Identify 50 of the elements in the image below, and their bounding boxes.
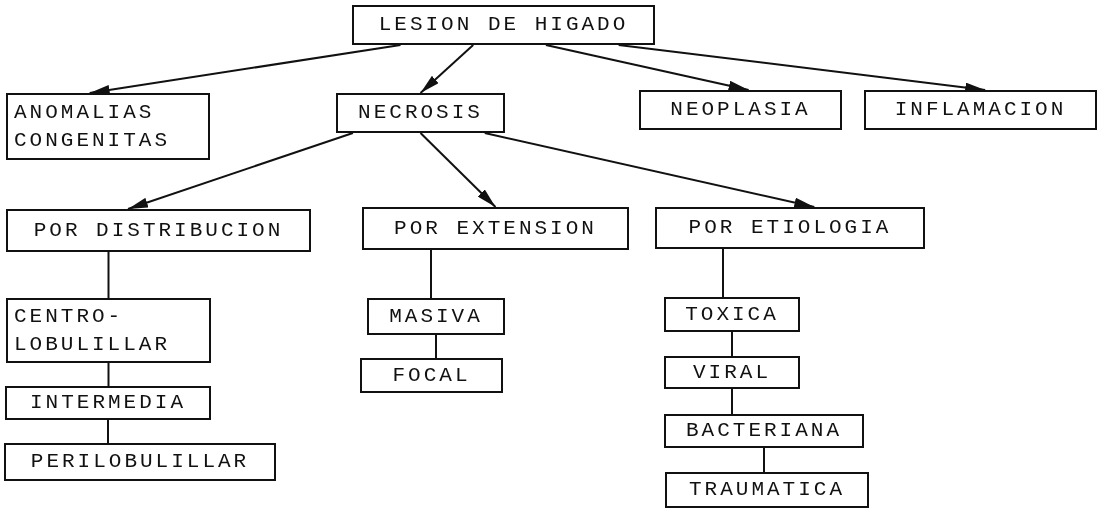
connector-line	[435, 334, 437, 359]
category-box	[664, 356, 800, 389]
category-label: BACTERIANA	[686, 418, 842, 445]
connector-line	[107, 251, 110, 299]
category-label: NEOPLASIA	[670, 97, 811, 124]
category-box	[336, 93, 505, 133]
category-box	[352, 5, 655, 45]
category-box	[362, 207, 629, 250]
arrow	[544, 44, 750, 91]
connector-line	[722, 248, 724, 298]
category-label: PERILOBULILLAR	[30, 449, 250, 476]
category-label: TRAUMATICA	[689, 477, 845, 504]
category-label: POR EXTENSION	[394, 215, 597, 242]
category-box	[367, 298, 505, 335]
category-box	[5, 386, 211, 420]
category-label: TOXICA	[685, 301, 779, 328]
arrow	[483, 132, 816, 208]
arrow	[419, 132, 497, 208]
category-label: INTERMEDIA	[30, 390, 186, 417]
connector-line	[763, 447, 765, 473]
category-box	[655, 207, 925, 249]
connector-line	[731, 388, 733, 415]
category-label: FOCAL	[392, 362, 471, 389]
category-label: INFLAMACION	[894, 97, 1067, 124]
arrow	[419, 44, 475, 94]
connector-line	[107, 419, 109, 444]
arrow	[127, 132, 354, 210]
category-label: MASIVA	[389, 303, 483, 330]
category-label: POR DISTRIBUCION	[33, 217, 284, 244]
category-box	[6, 93, 210, 160]
category-label: CENTRO- LOBULILLAR	[14, 304, 172, 358]
category-box	[360, 358, 503, 393]
category-box	[665, 472, 869, 508]
connector-line	[107, 362, 110, 387]
category-box	[4, 443, 276, 481]
category-label: ANOMALIAS CONGENITAS	[14, 100, 172, 154]
connector-line	[731, 331, 733, 357]
category-label: LESION DE HIGADO	[378, 12, 629, 39]
category-label: VIRAL	[693, 359, 771, 386]
category-box	[6, 209, 311, 252]
connector-line	[430, 249, 432, 299]
category-box	[864, 90, 1097, 130]
category-box	[6, 298, 211, 363]
category-box	[639, 90, 842, 130]
category-box	[664, 297, 800, 332]
category-label: POR ETIOLOGIA	[688, 215, 892, 242]
category-label: NECROSIS	[358, 100, 483, 127]
arrow	[617, 44, 987, 93]
arrow	[88, 44, 402, 95]
category-box	[664, 414, 864, 448]
